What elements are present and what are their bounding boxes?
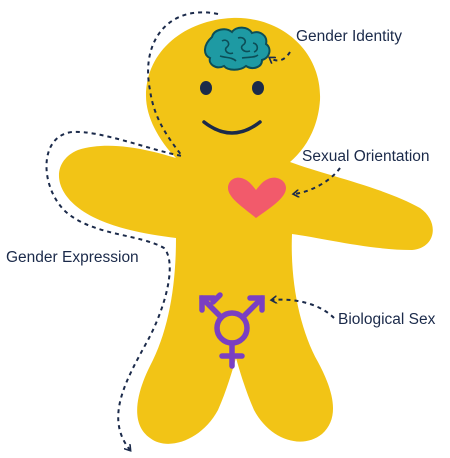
biological-sex-connector — [272, 300, 335, 319]
left-eye — [200, 81, 212, 95]
transgender-symbol-icon — [199, 292, 265, 369]
right-eye — [252, 81, 264, 95]
gender-expression-outline — [45, 11, 219, 450]
brain-icon — [204, 26, 271, 71]
sexual-orientation-connector — [294, 167, 341, 194]
label-biological-sex: Biological Sex — [338, 311, 436, 328]
heart-icon — [228, 177, 286, 218]
dashed-connectors — [45, 11, 341, 450]
gingerbread-body — [58, 17, 433, 444]
label-gender-expression: Gender Expression — [6, 249, 139, 266]
smile — [202, 120, 262, 135]
gender-identity-connector — [270, 51, 291, 60]
label-sexual-orientation: Sexual Orientation — [302, 148, 430, 165]
face — [200, 81, 264, 135]
label-gender-identity: Gender Identity — [296, 28, 402, 45]
